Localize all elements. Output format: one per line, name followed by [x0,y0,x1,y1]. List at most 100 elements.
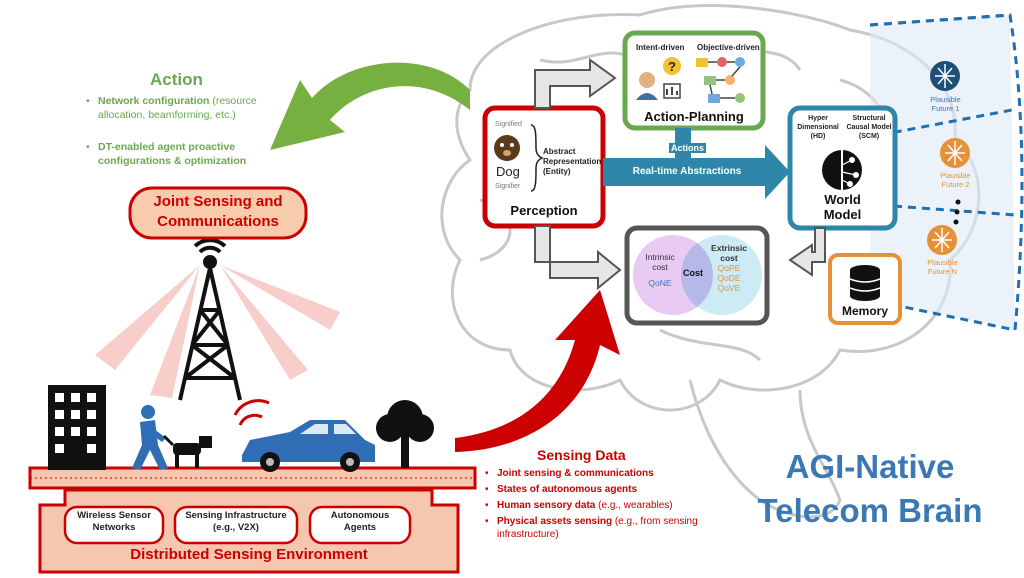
sensing-item-4-bold: Physical assets sensing [497,516,613,527]
extrinsic-metric-2: QoDE [717,273,741,283]
ap-objective-label: Objective-driven [697,43,760,52]
env-wsn-label: Wireless Sensor Networks [65,510,163,534]
intent-icon: ? [636,57,681,100]
future-1-icon [930,61,960,91]
svg-text:?: ? [668,59,676,74]
future-2-line2: Future 2 [941,180,970,189]
memory-label: Memory [841,304,888,318]
future-n-line2: Future N [927,267,958,276]
env-agents-line2: Agents [343,522,377,533]
wm-hd-line2: Dimensional [797,124,839,131]
actions-label: Actions [669,143,707,153]
action-planning-box [622,30,766,131]
abstract-line1: Abstract [543,147,576,156]
sensing-item-4: Physical assets sensing (e.g., from sens… [485,515,707,541]
brain-title-line1: AGI-Native [785,448,955,485]
action-title: Action [150,70,203,89]
cost-center: Cost [683,268,703,278]
wm-label: World Model [790,192,895,222]
future-2-line1: Plausible [940,171,971,180]
sensing-item-4-rest: (e.g., from sensing infrastructure) [497,516,698,540]
perception-brace [530,124,544,192]
env-title: Distributed Sensing Environment [130,546,368,563]
perception-signified: Signified [495,121,522,128]
wm-scm-line1: Structural [852,115,886,122]
wm-hd-line3: (HD) [810,133,826,140]
sensing-item-1-bold: Joint sensing & communications [497,468,654,479]
wm-scm-label: Structural Causal Model (SCM) [843,114,895,141]
intrinsic-line2: cost [652,262,668,272]
sensing-item-3-rest: (e.g., wearables) [595,500,673,511]
abstract-line3: (Entity) [543,167,571,176]
car [233,399,375,472]
ap-label: Action-Planning [644,109,744,124]
env-box-infra [173,505,299,545]
wm-hd-line1: Hyper [808,115,828,122]
world-model-icon [822,150,862,190]
extrinsic-line1: Extrinsic [711,243,747,253]
future-2-label: Plausible Future 2 [928,171,983,189]
gray-arrows [534,58,826,291]
dog-icon [494,135,520,161]
future-1-label: Plausible Future 1 [918,95,973,113]
future-n-icon [927,225,957,255]
green-arrow [270,62,470,151]
extrinsic-metric-3: QoVE [717,283,741,293]
wm-scm-line3: (SCM) [858,133,880,140]
future-1-line1: Plausible [930,95,961,104]
env-agents-line1: Autonomous [330,510,390,521]
sensing-item-2: States of autonomous agents [485,483,737,496]
env-infra-line1: Sensing Infrastructure [185,510,287,521]
jsc-label: Joint Sensing and Communications [130,192,306,232]
wm-label-line1: World [824,192,861,207]
env-infra-line2: (e.g., V2X) [213,522,259,533]
ap-intent-label: Intent-driven [636,43,685,52]
jsc-pill [128,186,308,240]
env-infra-label: Sensing Infrastructure (e.g., V2X) [175,510,297,534]
action-item-1-rest: (resource allocation, beamforming, etc.) [98,95,257,121]
abstract-line2: Representation [543,157,602,166]
sensing-item-2-bold: States of autonomous agents [497,484,638,495]
brain-title-line2: Telecom Brain [757,492,983,529]
cost-intrinsic: Intrinsic cost QoNE [640,252,680,288]
jsc-line1: Joint Sensing and [153,193,283,210]
cost-venn [633,235,762,315]
cost-extrinsic: Extrinsic cost QoPE QoDE QoVE [708,243,750,293]
perception-signifier: Signifier [495,183,521,190]
env-box-wsn [63,505,165,545]
tree [376,400,434,468]
intrinsic-metric: QoNE [648,278,672,288]
person-figure [132,405,168,470]
perception-label: Perception [510,203,578,218]
database-icon [849,265,881,301]
env-agents-label: Autonomous Agents [310,510,410,534]
sensing-item-3-bold: Human sensory data [497,500,596,511]
dog-figure [162,434,212,468]
future-ellipsis [953,199,961,225]
future-n-label: Plausible Future N [915,258,970,276]
brain-title: AGI-Native Telecom Brain [735,445,1005,533]
sensing-item-3: Human sensory data (e.g., wearables) [485,499,737,512]
action-item-2: DT-enabled agent proactive configuration… [86,140,298,168]
perception-abstract: Abstract Representation (Entity) [543,147,601,177]
extrinsic-metric-1: QoPE [717,263,741,273]
building [48,385,106,470]
realtime-arrow [603,145,790,199]
perception-dog: Dog [496,164,520,179]
sensing-title: Sensing Data [537,447,626,463]
sensing-item-1: Joint sensing & communications [485,467,737,480]
env-wsn-line1: Wireless Sensor [77,510,151,521]
signal-beams [95,265,340,398]
future-n-line1: Plausible [927,258,958,267]
realtime-label: Real-time Abstractions [632,166,742,177]
action-item-1-bold: Network configuration [98,95,210,107]
jsc-line2: Communications [157,213,279,230]
wm-label-line2: Model [823,207,862,222]
action-item-1: Network configuration (resource allocati… [86,94,298,122]
cell-tower [178,238,242,401]
action-item-2-bold: DT-enabled agent proactive configuration… [98,141,247,167]
intrinsic-line1: Intrinsic [645,252,675,262]
objective-icon [696,57,745,103]
